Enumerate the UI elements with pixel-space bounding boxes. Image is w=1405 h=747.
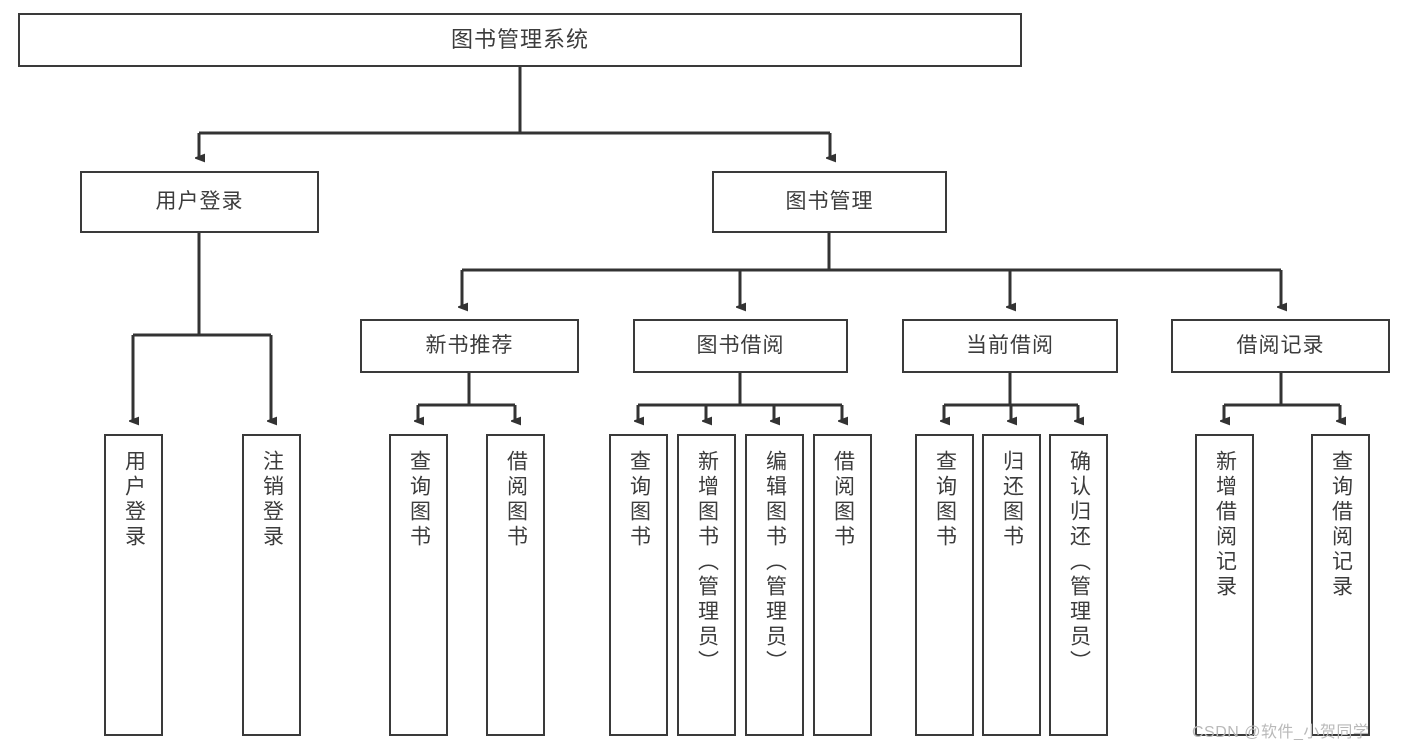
node-label: 查询图书 — [407, 450, 431, 550]
node-label: 新增图书（管理员） — [695, 450, 719, 675]
node-label: 图书管理 — [785, 190, 874, 214]
node-borrow-record[interactable]: 借阅记录 — [1171, 319, 1390, 373]
node-label: 归还图书 — [1000, 450, 1024, 550]
node-label: 借阅图书 — [504, 450, 528, 550]
node-label: 借阅图书 — [831, 450, 855, 550]
node-root-book-management-system[interactable]: 图书管理系统 — [18, 13, 1022, 67]
node-label: 新书推荐 — [425, 334, 514, 358]
node-book-management[interactable]: 图书管理 — [712, 171, 947, 233]
node-label: 新增借阅记录 — [1213, 450, 1237, 600]
node-book-borrow[interactable]: 图书借阅 — [633, 319, 848, 373]
node-new-book-recommend[interactable]: 新书推荐 — [360, 319, 579, 373]
node-label: 图书管理系统 — [450, 26, 589, 52]
leaf-current-borrow-return-book[interactable]: 归还图书 — [982, 434, 1041, 736]
node-label: 编辑图书（管理员） — [763, 450, 787, 675]
node-label: 确认归还（管理员） — [1067, 450, 1091, 675]
leaf-book-borrow-query-book[interactable]: 查询图书 — [609, 434, 668, 736]
leaf-current-borrow-query-book[interactable]: 查询图书 — [915, 434, 974, 736]
node-label: 图书借阅 — [696, 334, 785, 358]
node-current-borrow[interactable]: 当前借阅 — [902, 319, 1118, 373]
leaf-book-borrow-add-book-admin[interactable]: 新增图书（管理员） — [677, 434, 736, 736]
watermark-text: CSDN @软件_小贺同学 — [1192, 724, 1370, 741]
leaf-user-login-login[interactable]: 用户登录 — [104, 434, 163, 736]
node-label: 当前借阅 — [966, 334, 1054, 358]
node-label: 用户登录 — [122, 450, 146, 550]
node-user-login[interactable]: 用户登录 — [80, 171, 319, 233]
node-label: 查询借阅记录 — [1329, 450, 1353, 600]
leaf-borrow-record-add-record[interactable]: 新增借阅记录 — [1195, 434, 1254, 736]
leaf-book-borrow-borrow-book[interactable]: 借阅图书 — [813, 434, 872, 736]
node-label: 注销登录 — [260, 450, 284, 550]
leaf-user-login-logout[interactable]: 注销登录 — [242, 434, 301, 736]
node-label: 用户登录 — [155, 190, 244, 214]
node-label: 借阅记录 — [1236, 334, 1325, 358]
leaf-book-borrow-edit-book-admin[interactable]: 编辑图书（管理员） — [745, 434, 804, 736]
leaf-borrow-record-query-record[interactable]: 查询借阅记录 — [1311, 434, 1370, 736]
leaf-new-book-query-book[interactable]: 查询图书 — [389, 434, 448, 736]
node-label: 查询图书 — [933, 450, 957, 550]
leaf-current-borrow-confirm-return-admin[interactable]: 确认归还（管理员） — [1049, 434, 1108, 736]
node-label: 查询图书 — [627, 450, 651, 550]
leaf-new-book-borrow-book[interactable]: 借阅图书 — [486, 434, 545, 736]
